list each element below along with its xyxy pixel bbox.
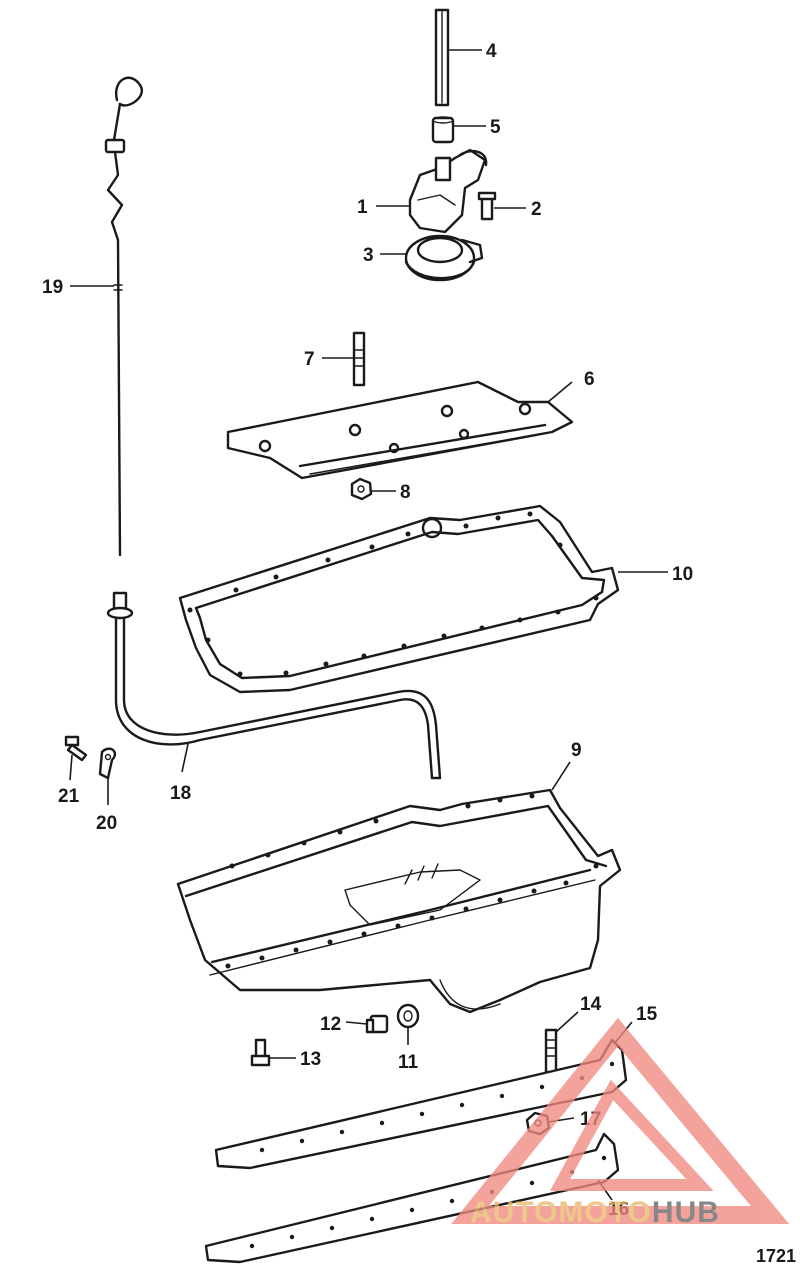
drain-washer-part xyxy=(396,1003,420,1029)
callout-20: 20 xyxy=(96,813,117,834)
callout-10: 10 xyxy=(672,564,693,585)
callout-6: 6 xyxy=(584,369,595,390)
sleeve-part xyxy=(431,116,455,144)
figure-number: 1721 xyxy=(756,1246,796,1266)
callout-21: 21 xyxy=(58,786,80,807)
pickup-tube-part xyxy=(434,8,450,107)
clip-bolt-part xyxy=(64,735,88,762)
callout-5: 5 xyxy=(490,117,501,138)
callout-9: 9 xyxy=(571,740,582,761)
rail-stud-part xyxy=(544,1028,558,1074)
tube-clip-part xyxy=(98,747,117,780)
windage-tray-part xyxy=(226,380,574,480)
callout-19: 19 xyxy=(42,277,63,298)
dipstick-part xyxy=(104,76,143,557)
callout-1: 1 xyxy=(357,197,368,218)
oil-pan-part xyxy=(176,788,622,1014)
callout-labels: 1 2 3 4 5 6 7 8 9 10 11 12 13 14 15 16 1… xyxy=(42,41,693,1220)
callout-12: 12 xyxy=(320,1014,341,1035)
nut-part xyxy=(350,477,373,501)
pickup-screen-part xyxy=(404,234,484,282)
upper-rail-holes xyxy=(259,1061,615,1153)
drain-plug-part xyxy=(365,1014,389,1034)
gasket-bolt-holes xyxy=(187,511,599,677)
oil-pan-gasket-part xyxy=(178,504,620,694)
watermark-logo: AUTOMOTOHUB xyxy=(451,1017,790,1229)
pump-bolt-part xyxy=(477,191,497,221)
dipstick-tube-part xyxy=(106,591,442,780)
callout-11: 11 xyxy=(398,1052,419,1073)
callout-15: 15 xyxy=(636,1004,658,1025)
callout-14: 14 xyxy=(580,994,602,1015)
callout-2: 2 xyxy=(531,199,542,220)
watermark-text-auto: AUTOMOTOHUB xyxy=(470,1196,720,1229)
pan-bolt-part xyxy=(250,1038,271,1067)
callout-13: 13 xyxy=(300,1049,321,1070)
oil-pump-part xyxy=(408,148,488,234)
callout-7: 7 xyxy=(304,349,315,370)
stud-part xyxy=(352,331,366,387)
callout-4: 4 xyxy=(486,41,497,62)
callout-18: 18 xyxy=(170,783,191,804)
callout-8: 8 xyxy=(400,482,411,503)
callout-3: 3 xyxy=(363,245,374,266)
pan-bolt-holes xyxy=(225,793,599,969)
